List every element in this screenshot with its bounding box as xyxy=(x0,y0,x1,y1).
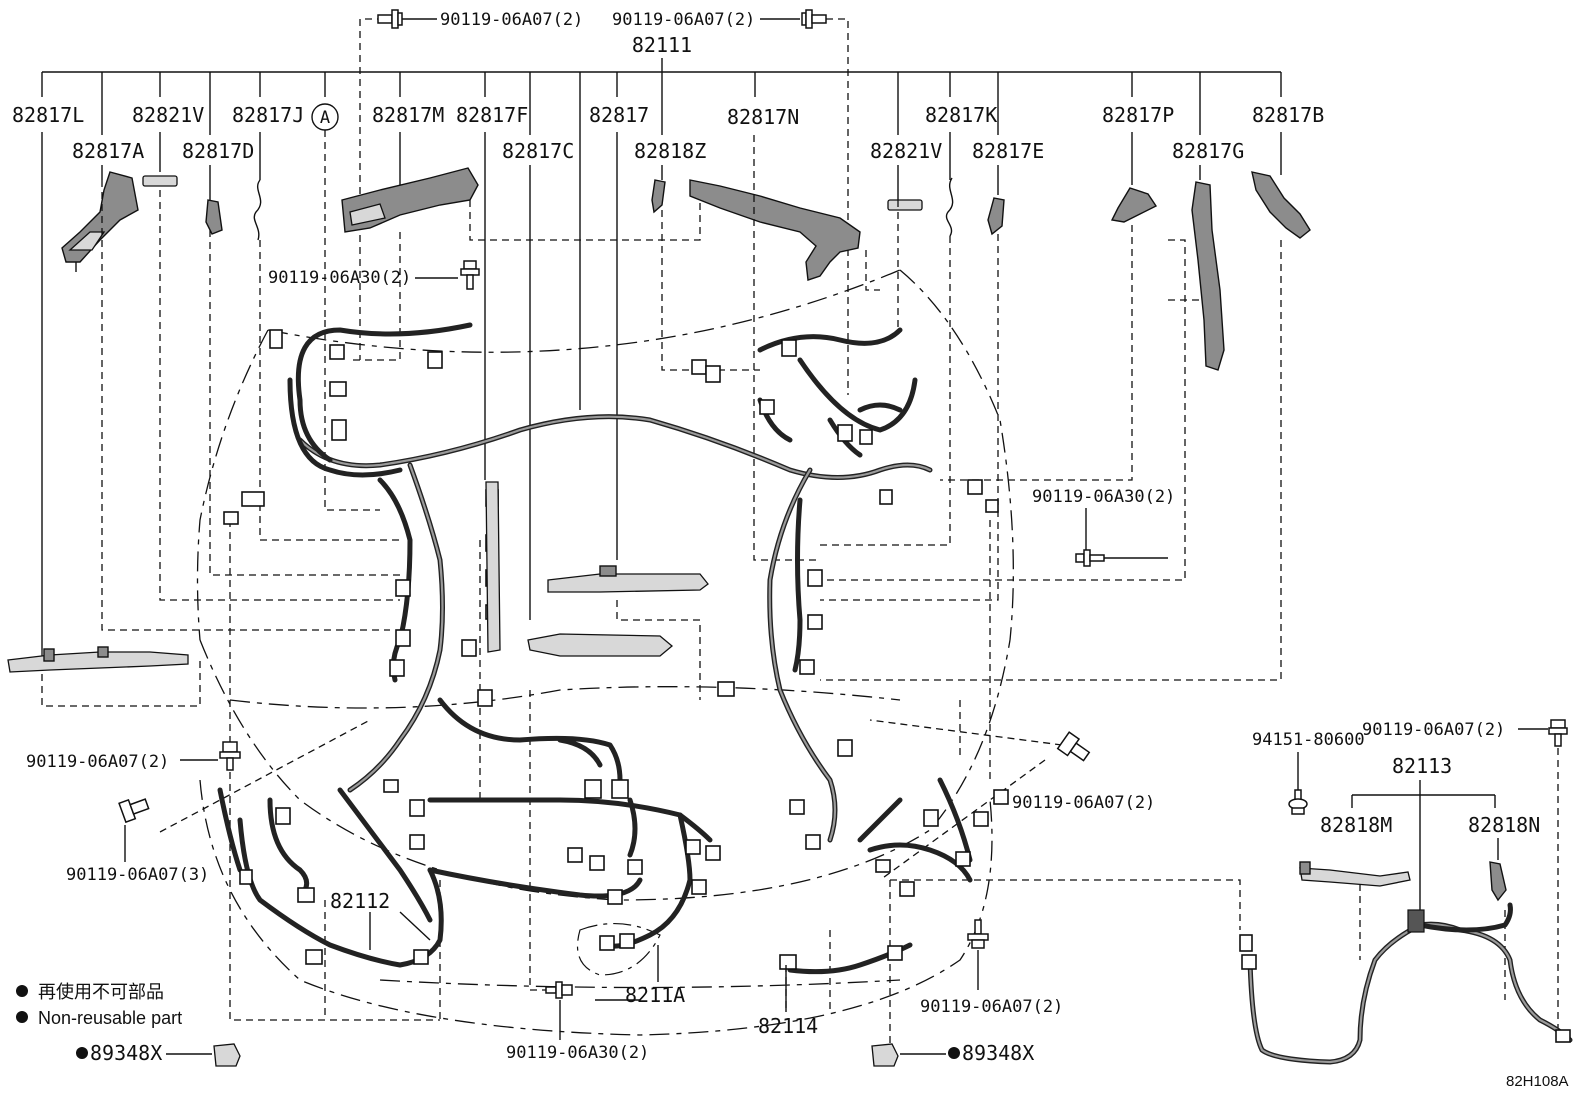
clip-82818Z xyxy=(651,179,666,214)
label-82818M: 82818M xyxy=(1320,813,1392,837)
label-bolt-inset: 90119-06A07(2) xyxy=(1362,720,1505,740)
legend-jp: 再使用不可部品 xyxy=(38,982,164,1002)
label-82817A: 82817A xyxy=(72,139,144,163)
bracket-82817D xyxy=(205,199,223,235)
bolt-icon xyxy=(1075,549,1105,567)
protector-82817F xyxy=(485,481,501,653)
connector-82113 xyxy=(1407,909,1425,933)
clip-icon xyxy=(1288,789,1308,815)
diagram-code: 82H108A xyxy=(1506,1073,1569,1090)
bolt-icon xyxy=(1548,719,1568,747)
top-bracket xyxy=(41,58,1282,410)
label-82113: 82113 xyxy=(1392,754,1452,778)
label-bolt-a30-upper: 90119-06A30(2) xyxy=(268,268,411,288)
clip-82817K xyxy=(945,177,954,237)
bolt-icon xyxy=(801,9,827,29)
leaders xyxy=(41,130,1282,650)
protector-parts xyxy=(7,481,709,673)
legend-en: Non-reusable part xyxy=(38,1008,182,1028)
bolt-icon xyxy=(545,981,573,999)
protector-82817C xyxy=(527,633,674,657)
bolt-icon xyxy=(967,919,989,949)
sensors: 89348X 89348X xyxy=(76,1041,1034,1067)
protector-82817 xyxy=(547,573,709,593)
label-89348X-right: 89348X xyxy=(962,1041,1034,1065)
label-82817F: 82817F xyxy=(456,103,528,127)
label-82817E: 82817E xyxy=(972,139,1044,163)
label-82817K: 82817K xyxy=(925,103,997,127)
label-bolt-a07-left: 90119-06A07(2) xyxy=(26,752,169,772)
label-bolt-top-right: 90119-06A07(2) xyxy=(612,10,755,30)
label-bolt-a07-bottom-right: 90119-06A07(2) xyxy=(920,997,1063,1017)
inset-82113: 94151-80600 90119-06A07(2) 82113 82818M … xyxy=(1239,719,1573,1090)
label-82821V-right: 82821V xyxy=(870,139,942,163)
bracket-82817N xyxy=(689,179,861,281)
dashed-connections xyxy=(41,135,1282,1055)
bolt-icon xyxy=(219,741,241,771)
label-8211A: 8211A xyxy=(625,983,685,1007)
top-labels: 82111 82817L 82821V 82817J A 82817M 8281… xyxy=(12,33,1324,163)
label-82111: 82111 xyxy=(632,33,692,57)
bolt-icon xyxy=(377,9,403,29)
connectors xyxy=(223,329,1009,970)
lower-labels: 82112 8211A 82114 xyxy=(330,889,818,1038)
vehicle-outline xyxy=(196,269,1014,1036)
label-bolt-a07-right: 90119-06A07(2) xyxy=(1012,793,1155,813)
label-82817: 82817 xyxy=(589,103,649,127)
clip-82821V-right xyxy=(887,199,923,211)
label-82817P: 82817P xyxy=(1102,103,1174,127)
label-circle-A: A xyxy=(320,108,330,128)
label-82817G: 82817G xyxy=(1172,139,1244,163)
label-82817J: 82817J xyxy=(232,103,304,127)
clip-82818N xyxy=(1489,861,1507,902)
label-82114: 82114 xyxy=(758,1014,818,1038)
label-82817L: 82817L xyxy=(12,103,84,127)
label-94151: 94151-80600 xyxy=(1252,730,1365,750)
protector-82818M xyxy=(1299,867,1411,887)
bracket-82817B xyxy=(1251,171,1311,239)
label-82817C: 82817C xyxy=(502,139,574,163)
legend: 再使用不可部品 Non-reusable part xyxy=(16,982,182,1028)
label-82818N: 82818N xyxy=(1468,813,1540,837)
sensor-89348X-right xyxy=(871,1043,899,1067)
label-bolt-a07-left3: 90119-06A07(3) xyxy=(66,865,209,885)
bracket-82817E xyxy=(987,197,1005,236)
bolts: 90119-06A30(2) 90119-06A30(2) 90119-06A0… xyxy=(26,260,1175,1063)
bracket-82817G xyxy=(1191,181,1225,371)
bolt-icon xyxy=(460,260,480,290)
label-82817D: 82817D xyxy=(182,139,254,163)
label-89348X-left: 89348X xyxy=(90,1041,162,1065)
label-82817M: 82817M xyxy=(372,103,444,127)
bracket-parts xyxy=(61,167,1311,371)
bolt-icon xyxy=(1056,731,1091,762)
label-bolt-a30-bottom: 90119-06A30(2) xyxy=(506,1043,649,1063)
label-bolt-top-left: 90119-06A07(2) xyxy=(440,10,583,30)
clip-82821V-left xyxy=(142,175,178,187)
label-bolt-a30-right: 90119-06A30(2) xyxy=(1032,487,1175,507)
bolt-icon xyxy=(118,798,150,824)
label-82818Z: 82818Z xyxy=(634,139,706,163)
sensor-89348X-left xyxy=(213,1043,241,1067)
label-82112: 82112 xyxy=(330,889,390,913)
clip-82817J xyxy=(253,179,262,241)
top-bolts: 90119-06A07(2) 90119-06A07(2) xyxy=(377,9,827,30)
top-bolt-bracket xyxy=(359,18,849,395)
bracket-82817P xyxy=(1110,187,1158,223)
label-82817N: 82817N xyxy=(727,105,799,129)
label-82821V-left: 82821V xyxy=(132,103,204,127)
label-82817B: 82817B xyxy=(1252,103,1324,127)
